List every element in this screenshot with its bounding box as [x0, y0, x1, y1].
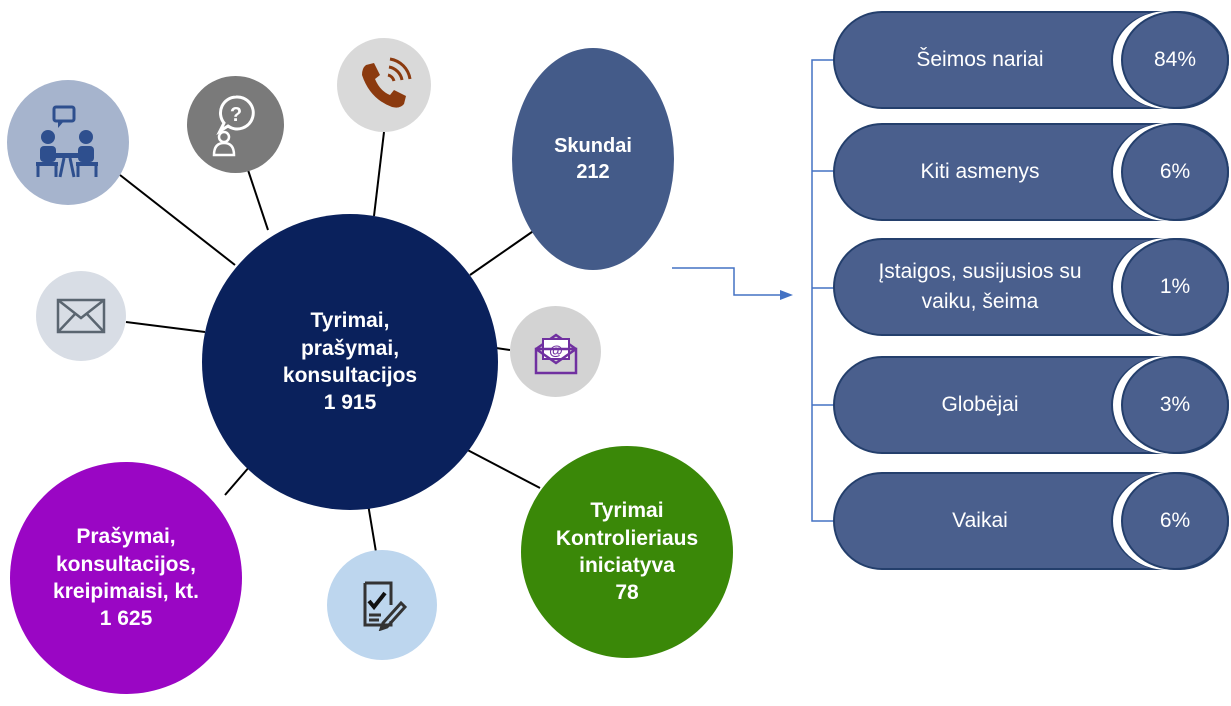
skundai-arrowhead: [780, 290, 793, 300]
breakdown-label: Vaikai: [952, 508, 1008, 532]
breakdown-label: Kiti asmenys: [920, 159, 1040, 183]
breakdown-item: Šeimos nariai 84%: [833, 11, 1229, 109]
tyrimai-value: 78: [615, 581, 639, 605]
breakdown-value: 84%: [1121, 11, 1229, 109]
spoke-prasymai: [224, 465, 251, 496]
tyrimai-line-1: Tyrimai: [590, 499, 664, 523]
prasymai-line-2: konsultacijos,: [55, 552, 197, 576]
center-line-3: konsultacijos: [282, 364, 418, 387]
meeting-icon: [7, 80, 129, 205]
prasymai-line-1: Prašymai,: [76, 525, 176, 549]
center-line-2: prašymai,: [300, 336, 400, 360]
spoke-phone: [373, 131, 385, 217]
document-check-icon: [327, 550, 437, 660]
breakdown-bracket: [811, 59, 838, 522]
center-value: 1 915: [323, 391, 377, 415]
skundai-label: Skundai: [554, 135, 632, 157]
skundai-node: Skundai 212: [512, 48, 674, 270]
skundai-value: 212: [576, 161, 610, 183]
phone-icon: [337, 38, 431, 132]
spoke-email: [495, 347, 511, 351]
breakdown-value: 1%: [1121, 238, 1229, 336]
spoke-mail: [125, 321, 206, 333]
breakdown-value: 6%: [1121, 123, 1229, 221]
breakdown-label: Globėjai: [941, 392, 1019, 416]
envelope-icon: [36, 271, 126, 361]
breakdown-item: Globėjai 3%: [833, 356, 1229, 454]
prasymai-node: Prašymai, konsultacijos, kreipimaisi, kt…: [10, 462, 242, 694]
email-at-icon: @: [510, 306, 601, 397]
breakdown-value: 3%: [1121, 356, 1229, 454]
tyrimai-line-3: iniciatyva: [579, 554, 675, 577]
skundai-arrow: [672, 267, 780, 296]
tyrimai-node: Tyrimai Kontrolieriaus iniciatyva 78: [521, 446, 733, 658]
svg-text:?: ?: [229, 104, 241, 126]
spoke-doc: [367, 503, 377, 553]
spoke-skundai: [469, 224, 543, 276]
spoke-question: [247, 169, 269, 231]
tyrimai-line-2: Kontrolieriaus: [555, 526, 699, 550]
breakdown-label: Įstaigos, susijusios su vaiku, šeima: [878, 259, 1082, 313]
center-line-1: Tyrimai,: [310, 309, 390, 333]
breakdown-item: Kiti asmenys 6%: [833, 123, 1229, 221]
prasymai-value: 1 625: [99, 607, 153, 631]
question-person-icon: ?: [187, 76, 284, 173]
prasymai-line-3: kreipimaisi, kt.: [53, 580, 199, 603]
center-node: Tyrimai, prašymai, konsultacijos 1 915: [202, 214, 498, 510]
breakdown-item: Įstaigos, susijusios su vaiku, šeima 1%: [833, 238, 1229, 336]
spoke-meeting: [119, 174, 236, 266]
breakdown-value: 6%: [1121, 472, 1229, 570]
breakdown-label: Šeimos nariai: [916, 47, 1044, 71]
breakdown-item: Vaikai 6%: [833, 472, 1229, 570]
spoke-tyrimai: [457, 444, 541, 489]
